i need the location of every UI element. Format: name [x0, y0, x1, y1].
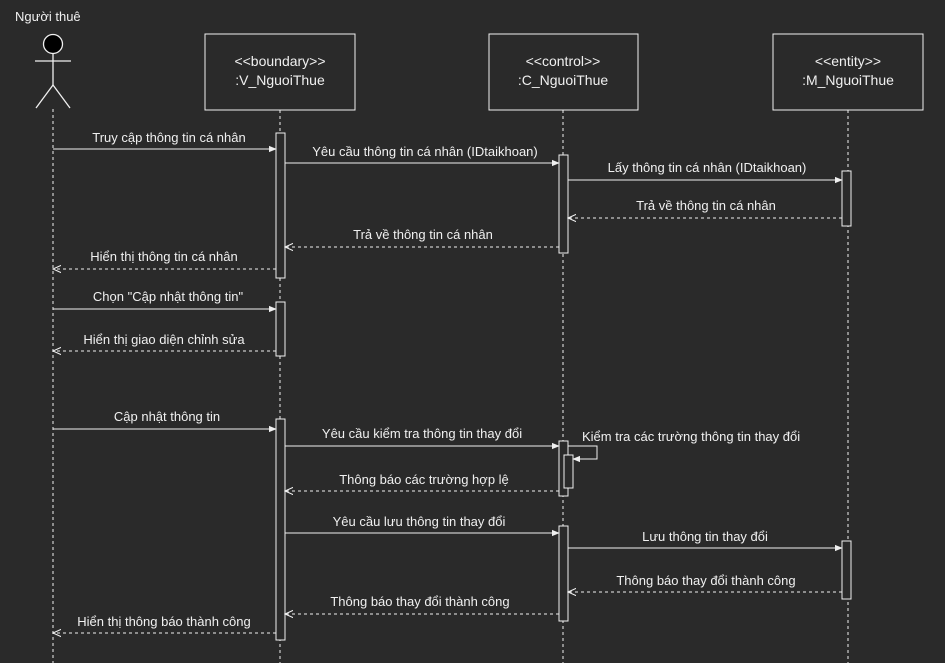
message-label: Lưu thông tin thay đổi: [642, 529, 768, 544]
actor-name: Người thuê: [15, 9, 81, 24]
participant-entity: <<entity>> :M_NguoiThue: [772, 33, 924, 663]
message-label: Thông báo các trường hợp lệ: [339, 472, 509, 487]
messages: Truy cập thông tin cá nhân Yêu cầu thông…: [53, 130, 843, 633]
message-label: Thông báo thay đổi thành công: [616, 573, 795, 588]
activation-bar: [275, 132, 286, 279]
message-label: Hiển thị thông báo thành công: [77, 614, 250, 629]
activation-bar: [558, 525, 569, 622]
message-label: Hiển thị giao diện chỉnh sửa: [83, 332, 245, 347]
activation-bar: [841, 170, 852, 227]
message-label: Kiểm tra các trường thông tin thay đổi: [582, 429, 800, 444]
message-label: Cập nhật thông tin: [114, 409, 220, 424]
activations: [275, 132, 852, 641]
participant-boundary: <<boundary>> :V_NguoiThue: [204, 33, 356, 663]
message-label: Yêu cầu lưu thông tin thay đổi: [333, 514, 506, 529]
activation-bar: [841, 540, 852, 600]
message-label: Truy cập thông tin cá nhân: [92, 130, 245, 145]
message-label: Lấy thông tin cá nhân (IDtaikhoan): [608, 160, 807, 175]
message-label: Trả về thông tin cá nhân: [353, 227, 493, 242]
activation-bar: [275, 301, 286, 357]
message-label: Hiển thị thông tin cá nhân: [90, 249, 237, 264]
participant-box: [488, 33, 639, 111]
participant-name: :C_NguoiThue: [518, 72, 608, 88]
participant-stereotype: <<control>>: [526, 53, 601, 69]
activation-bar: [563, 454, 574, 489]
participant-box: [772, 33, 924, 111]
actor: Người thuê: [15, 9, 81, 663]
participant-stereotype: <<entity>>: [815, 53, 881, 69]
participant-box: [204, 33, 356, 111]
actor-figure: [35, 33, 71, 109]
participant-control: <<control>> :C_NguoiThue: [488, 33, 639, 663]
message-label: Thông báo thay đổi thành công: [330, 594, 509, 609]
participant-name: :V_NguoiThue: [235, 72, 325, 88]
message-label: Trả về thông tin cá nhân: [636, 198, 776, 213]
message-label: Chọn "Cập nhật thông tin": [93, 289, 244, 304]
message-arrow-self: [568, 445, 598, 463]
participant-name: :M_NguoiThue: [802, 72, 894, 88]
participant-stereotype: <<boundary>>: [234, 53, 325, 69]
message-label: Yêu cầu kiểm tra thông tin thay đổi: [322, 426, 522, 441]
message-label: Yêu cầu thông tin cá nhân (IDtaikhoan): [312, 144, 537, 159]
activation-bar: [275, 418, 286, 641]
activation-bar: [558, 154, 569, 254]
